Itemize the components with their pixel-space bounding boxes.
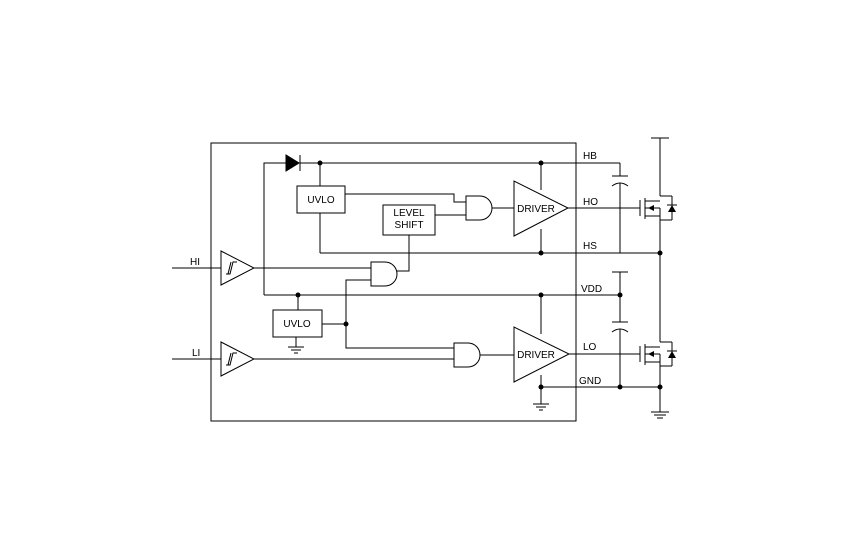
pin-label-ho: HO: [583, 197, 598, 208]
pin-label-li: LI: [192, 348, 200, 359]
driver-low-label: DRIVER: [517, 350, 555, 361]
uvlo-high-to-and-wire: [345, 193, 466, 203]
pin-label-vdd: VDD: [581, 284, 602, 295]
and-gate-low: [453, 342, 481, 368]
pin-label-gnd: GND: [579, 376, 601, 387]
driver-low-triangle: [513, 326, 571, 383]
vdd-to-diode-wire: [263, 162, 286, 295]
uvlo-low-block: [272, 309, 323, 338]
vdd-capacitor: [611, 271, 629, 387]
pin-label-hb: HB: [583, 151, 597, 162]
hi-schmitt-symbol: [226, 261, 237, 275]
and-to-level-shift-wire: [397, 235, 410, 272]
uvlo-low-to-and-hi-wire: [345, 279, 371, 324]
driver-high-triangle: [513, 180, 570, 237]
external-ground-symbol: [651, 411, 669, 419]
li-schmitt-buffer: [220, 341, 256, 377]
bootstrap-capacitor: [611, 163, 629, 253]
level-shift-block: [382, 204, 436, 236]
li-schmitt-symbol: [226, 352, 237, 366]
level-shift-label-line2: SHIFT: [395, 220, 424, 231]
uvlo-low-to-and-low-wire: [345, 324, 454, 349]
junction-dot: [617, 384, 623, 390]
uvlo-high-label: UVLO: [307, 195, 334, 206]
junction-dot: [538, 160, 544, 166]
high-side-mosfet: [639, 195, 677, 221]
uvlo-low-label: UVLO: [283, 319, 310, 330]
pin-label-hs: HS: [583, 241, 597, 252]
low-side-mosfet: [639, 341, 677, 367]
driver-ground-symbol: [533, 403, 549, 411]
driver-high-label: DRIVER: [517, 204, 555, 215]
junction-dot: [317, 160, 323, 166]
hi-schmitt-buffer: [220, 250, 256, 286]
level-shift-label-line1: LEVEL: [393, 208, 425, 219]
uvlo-ground-symbol: [288, 337, 304, 354]
and-gate-hi-enable: [370, 261, 398, 287]
and-gate-high: [465, 195, 493, 221]
pin-label-hi: HI: [190, 257, 200, 268]
bootstrap-diode: [285, 154, 301, 172]
uvlo-high-block: [296, 185, 346, 214]
pin-label-lo: LO: [583, 342, 597, 353]
ic-package-outline: [210, 142, 577, 422]
